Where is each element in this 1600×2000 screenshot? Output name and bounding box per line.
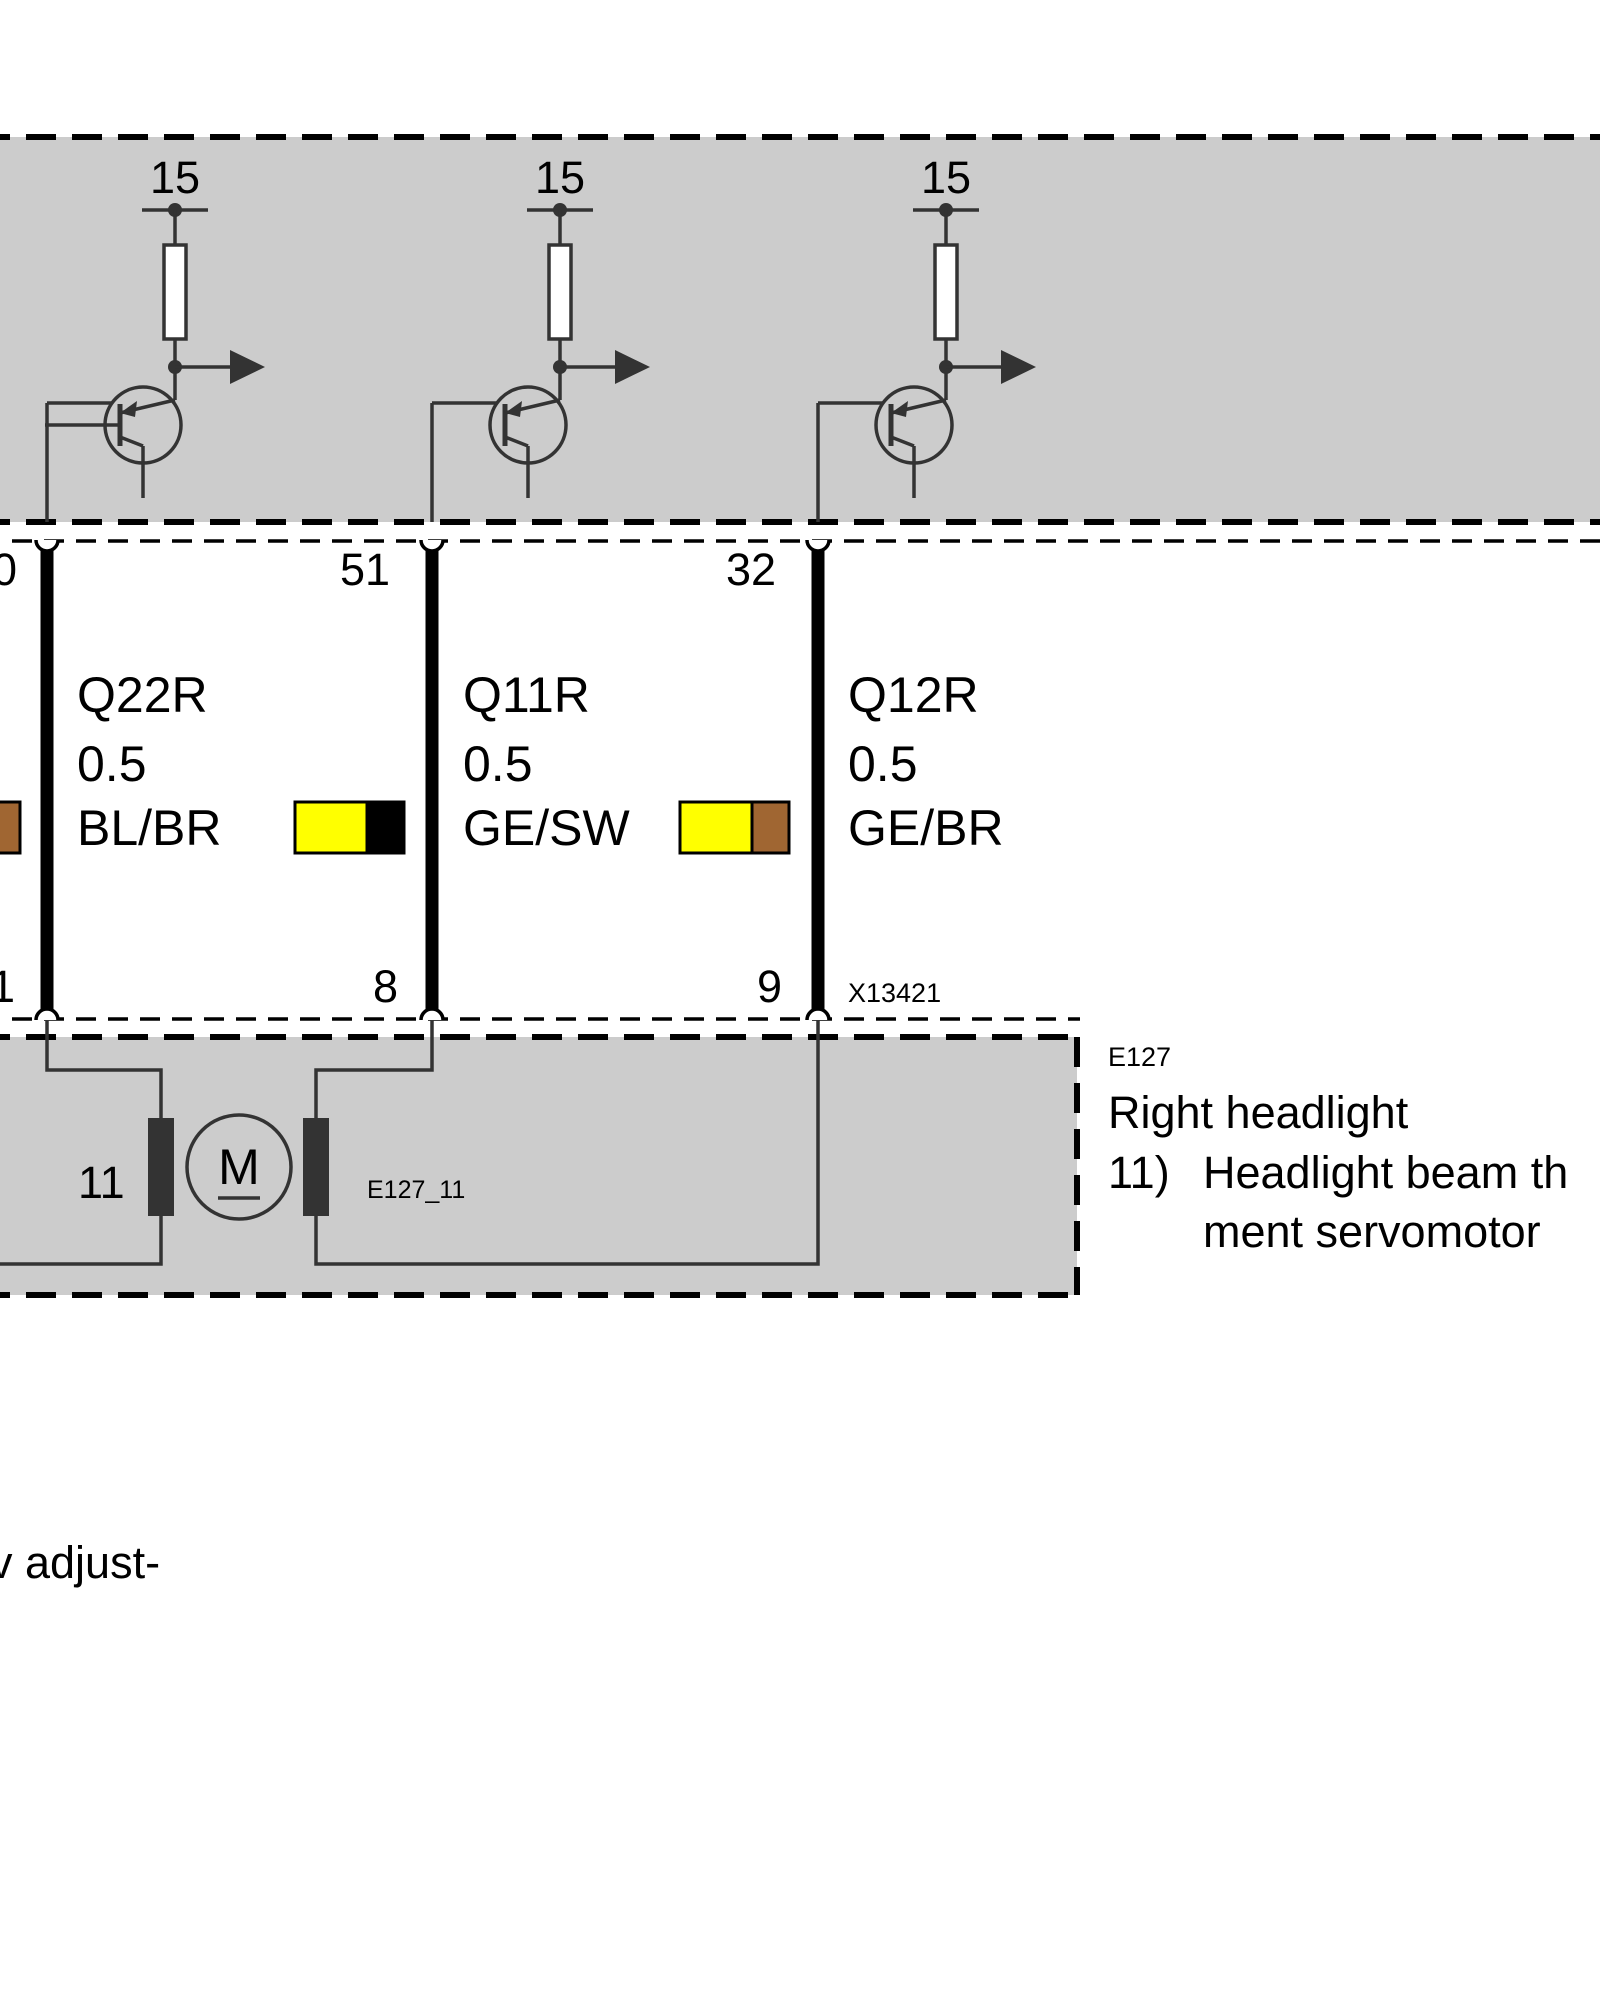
pin-number: 51 [340,544,390,595]
wire-color: GE/BR [848,800,1004,856]
connector-id: X13421 [848,978,941,1008]
pin-number: 8 [373,961,398,1012]
wire-label-q22r: Q22R 0.5 BL/BR [77,667,222,856]
supply-label-15: 15 [535,152,585,203]
component-name: Right headlight [1108,1087,1409,1138]
pin-number-partial: 0 [0,544,17,595]
component-description: E127 Right headlight 11) Headlight beam … [1108,1042,1568,1257]
pin-number: 32 [726,544,776,595]
pin-number: 9 [757,961,782,1012]
output-stage-1: 15 [45,152,265,522]
motor-id: E127_11 [367,1176,465,1204]
wire-label-q11r: Q11R 0.5 GE/SW [463,667,630,856]
motor-terminal-right [303,1118,329,1216]
wire-1 [34,539,60,1021]
wire-size: 0.5 [77,736,147,792]
wire-code: Q22R [77,667,208,723]
color-swatch-yellow-black [293,800,406,855]
pin-socket-icon [34,539,60,553]
wire-code: Q11R [463,667,590,723]
pin-number-partial: 1 [0,961,15,1012]
wire-size: 0.5 [463,736,533,792]
headlight-module [0,1034,1080,1298]
resistor [547,243,573,341]
headlight-background [0,1037,1077,1295]
motor-terminal-left [148,1118,174,1216]
supply-label-15: 15 [150,152,200,203]
wire-color: GE/SW [463,800,630,856]
servomotor: M 11 E127_11 [0,1020,820,1266]
control-unit-module [0,134,1600,525]
wire-2 [419,539,445,1021]
pin-socket-icon [34,1007,60,1021]
color-swatch-partial [0,800,22,855]
footnote-fragment: v adjust- [0,1537,160,1588]
pin-socket-icon [805,1007,831,1021]
pin-socket-icon [419,1007,445,1021]
component-id: E127 [1108,1042,1171,1072]
output-stage-2: 15 [430,152,650,522]
wire-3 [805,539,831,1021]
control-unit-background [0,137,1600,522]
wire-color: BL/BR [77,800,222,856]
resistor [933,243,959,341]
pin-socket-icon [419,539,445,553]
supply-label-15: 15 [921,152,971,203]
resistor [162,243,188,341]
wire-code: Q12R [848,667,979,723]
item-description-line2: ment servomotor [1203,1206,1541,1257]
output-arrow-icon [615,350,650,384]
motor-symbol: M [218,1139,260,1195]
wire-label-q12r: Q12R 0.5 GE/BR [848,667,1004,856]
item-number: 11) [1108,1147,1170,1198]
output-arrow-icon [1001,350,1036,384]
item-description-line1: Headlight beam th [1203,1147,1568,1198]
output-stage-3: 15 [816,152,1036,522]
color-swatch-yellow-brown [678,800,791,855]
wire-size: 0.5 [848,736,918,792]
motor-icon [185,1113,293,1221]
motor-number: 11 [78,1157,125,1208]
output-arrow-icon [230,350,265,384]
pin-socket-icon [805,539,831,553]
